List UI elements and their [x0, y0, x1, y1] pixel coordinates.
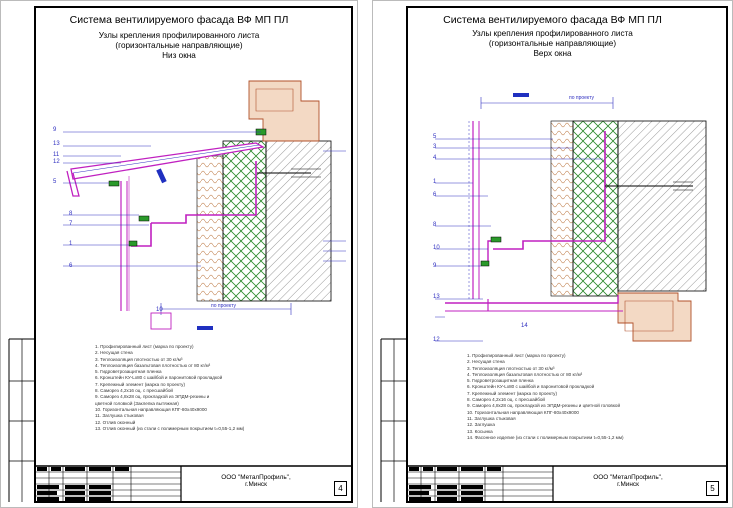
callout-7: 7 — [69, 221, 73, 227]
callout-1: 1 — [433, 179, 437, 185]
page-number: 4 — [334, 481, 347, 496]
company-name: ООО "МеталПрофиль", г.Минск — [563, 474, 693, 488]
callout-3: 3 — [433, 144, 437, 150]
callout-9: 9 — [53, 127, 57, 133]
callout-12: 12 — [433, 337, 440, 343]
callout-6: 6 — [433, 192, 437, 198]
callout-1: 1 — [69, 241, 73, 247]
legend-item: 14. Фасонное изделие (из стали с полимер… — [467, 434, 624, 440]
company-name: ООО "МеталПрофиль", г.Минск — [191, 474, 321, 488]
legend-item: 5. Гидроветрозащитная пленка — [467, 378, 534, 384]
company-line-1: ООО "МеталПрофиль", — [593, 474, 663, 481]
callout-6: 6 — [69, 263, 73, 269]
legend-item: 10. Горизонтальная направляющая КПГ-80х4… — [467, 409, 579, 415]
legend-item: 6. Кронштейн КУ-Lx80 с шайбой и паронито… — [95, 375, 223, 381]
legend-item: 13. Отлив оконный (из стали с полимерным… — [95, 425, 245, 431]
sheet-subtitle-2: (горизонтальные направляющие) — [115, 41, 243, 50]
company-line-2: г.Минск — [245, 481, 267, 488]
legend-item: 9. Саморез 4,8х28 оц. прокладкой из ЭПДМ… — [467, 403, 621, 409]
legend-item: 4. Теплоизоляция базальтовая плотностью … — [467, 371, 583, 377]
sheet-title: Система вентилируемого фасада ВФ МП ПЛ — [443, 14, 662, 26]
callout-5: 5 — [53, 179, 57, 185]
sheet-subtitle-3: Низ окна — [162, 51, 196, 60]
legend-item: 3. Теплоизоляция плотностью от 30 кг/м³ — [467, 365, 555, 371]
legend-item: 3. Теплоизоляция плотностью от 30 кг/м³ — [95, 356, 183, 362]
callout-10: 10 — [433, 245, 440, 251]
callout-4: 4 — [433, 155, 437, 161]
sheet-subtitle-3: Верх окна — [533, 49, 572, 58]
drawing-frame — [8, 6, 353, 503]
legend: 1. Профилированный лист (марка по проект… — [95, 344, 244, 432]
legend-item: 7. Крепежный элемент (марка по проекту) — [95, 381, 185, 387]
sheet-subtitle-1: Узлы крепления профилированного листа — [472, 29, 633, 38]
legend-item: 8. Саморез 4,2х16 оц. с пресшайбой — [467, 397, 545, 403]
callout-8: 8 — [69, 211, 73, 217]
callout-10: 10 — [156, 307, 163, 313]
callout-5: 5 — [433, 134, 437, 140]
callout-8: 8 — [433, 222, 437, 228]
legend-item: 10. Горизонтальная направляющая КПГ-80х4… — [95, 406, 207, 412]
legend-item: 11. Заглушка стыковая — [95, 413, 144, 419]
legend-item: 1. Профилированный лист (марка по проект… — [95, 344, 194, 349]
legend-item: 8. Саморез 4,2х16 оц. с пресшайбой — [95, 388, 173, 394]
legend-item: 13. Косынка — [467, 428, 493, 434]
dimension-label: по проекту — [569, 95, 595, 101]
legend: 1. Профилированный лист (марка по проект… — [467, 353, 624, 441]
callout-14: 14 — [521, 323, 528, 329]
legend-item: 5. Гидроветрозащитная пленка — [95, 369, 162, 375]
legend-item: 4. Теплоизоляция базальтовая плотностью … — [95, 362, 211, 368]
legend-item: 12. Заглушка — [467, 422, 495, 428]
legend-item: 1. Профилированный лист (марка по проект… — [467, 353, 566, 358]
page-number: 5 — [706, 481, 719, 496]
sheet-title: Система вентилируемого фасада ВФ МП ПЛ — [69, 14, 289, 26]
drawing-sheet-4: Система вентилируемого фасада ВФ МП ПЛ У… — [0, 0, 358, 508]
callout-13: 13 — [53, 141, 60, 147]
legend-item: 12. Отлив оконный — [95, 419, 136, 425]
company-line-2: г.Минск — [617, 481, 639, 488]
legend-item: 7. Крепежный элемент (марка по проекту) — [467, 390, 557, 396]
company-line-1: ООО "МеталПрофиль", — [221, 474, 291, 481]
sheet-subtitle-2: (горизонтальные направляющие) — [488, 39, 617, 48]
callout-9: 9 — [433, 263, 437, 269]
legend-item: 9. Саморез 4,8х28 оц. прокладкой из ЭПДМ… — [95, 394, 210, 400]
legend-item: 2. Несущая стена — [95, 350, 133, 356]
legend-item: 2. Несущая стена — [467, 359, 505, 365]
sheet-subtitle-1: Узлы крепления профилированного листа — [98, 31, 260, 40]
legend-item: 11. Заглушка стыковая — [467, 415, 516, 421]
legend-item: 6. Кронштейн КУ-Lx80 с шайбой и паронито… — [467, 384, 595, 390]
dimension-label: по проекту — [211, 303, 237, 309]
legend-item: цветной головкой (Заклепка вытяжная) — [95, 400, 179, 406]
drawing-frame — [380, 6, 728, 503]
callout-11: 11 — [53, 152, 60, 158]
callout-13: 13 — [433, 294, 440, 300]
drawing-sheet-5: Система вентилируемого фасада ВФ МП ПЛ У… — [372, 0, 733, 508]
callout-12: 12 — [53, 159, 60, 165]
